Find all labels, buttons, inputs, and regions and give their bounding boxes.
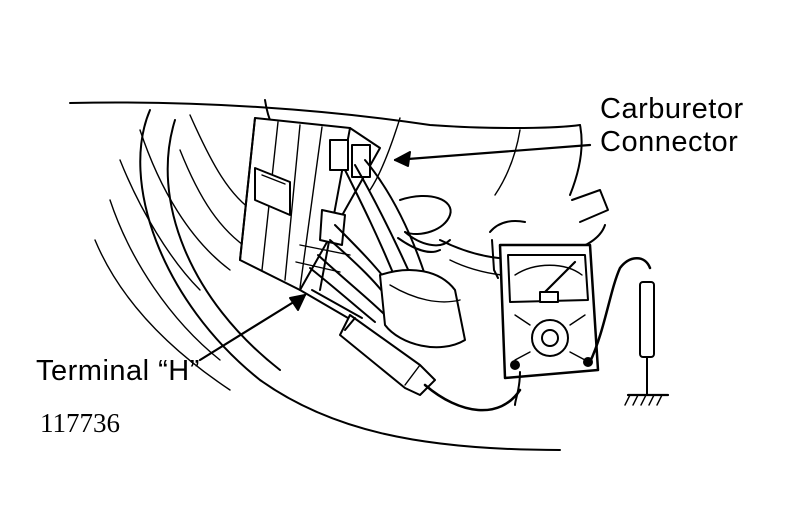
test-probe [299, 289, 522, 412]
carburetor-label-line1: Carburetor [600, 93, 744, 125]
terminal-arrow-line [198, 293, 307, 362]
carburetor-connector [239, 117, 381, 291]
figure-number: 117736 [40, 408, 120, 438]
engine-compartment [69, 99, 609, 451]
carburetor-arrow-line [393, 143, 592, 162]
voltmeter [489, 220, 652, 406]
terminal-arrow-head [289, 294, 306, 311]
wire-harness [309, 159, 466, 349]
ground-probe [624, 281, 670, 406]
carburetor-arrow-head [394, 151, 411, 167]
terminal-h-label: Terminal “H” [36, 355, 200, 387]
carburetor-label-line2: Connector [600, 126, 739, 158]
callout-arrows [198, 143, 592, 362]
